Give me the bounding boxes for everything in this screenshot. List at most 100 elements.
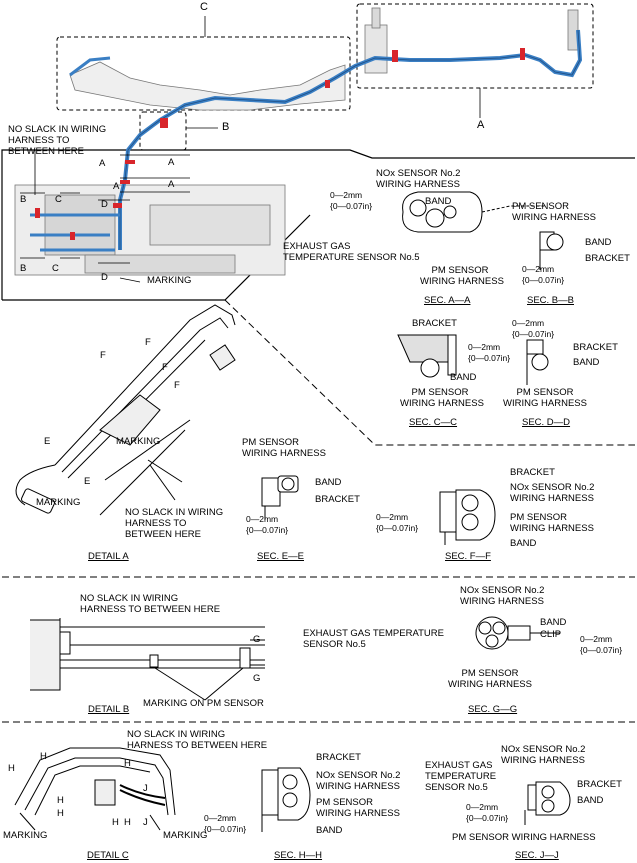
sec-ee-bracket-label: BRACKET xyxy=(315,494,360,505)
sec-cc-pm-label: PM SENSOR WIRING HARNESS xyxy=(400,387,484,409)
dim-c-1: C xyxy=(55,194,62,205)
sec-ee-drawing xyxy=(261,475,299,520)
detail-box-a xyxy=(356,3,594,89)
sec-aa-pm-label: PM SENSOR WIRING HARNESS xyxy=(420,265,504,287)
sec-ee-pm-label: PM SENSOR WIRING HARNESS xyxy=(242,437,326,459)
sec-hh-pm-label: PM SENSOR WIRING HARNESS xyxy=(316,797,400,819)
sec-jj-pm-label: PM SENSOR WIRING HARNESS xyxy=(452,832,596,843)
sec-gg-title: SEC. G—G xyxy=(468,704,518,715)
dim-b-1: B xyxy=(20,194,27,205)
sec-ff-drawing xyxy=(439,489,496,545)
dim-b-2: B xyxy=(20,263,27,274)
sec-jj-egt-label: EXHAUST GAS TEMPERATURE SENSOR No.5 xyxy=(425,760,497,793)
sec-bb-band-label: BAND xyxy=(585,237,612,248)
detail-c-h5: H xyxy=(57,808,64,819)
sec-gg-drawing xyxy=(475,616,560,650)
red-markings xyxy=(35,48,525,240)
detail-b-no-slack-note: NO SLACK IN WIRING HARNESS TO BETWEEN HE… xyxy=(80,593,221,615)
detail-b-g1: G xyxy=(253,634,261,645)
sec-dd-gap-label: 0—2mm {0—0.07in} xyxy=(512,318,555,339)
sec-aa-drawing xyxy=(402,191,545,233)
sec-aa-egt-label: EXHAUST GAS TEMPERATURE SENSOR No.5 xyxy=(283,241,420,263)
sec-dd-title: SEC. D—D xyxy=(522,417,571,428)
sec-ff-bracket-label: BRACKET xyxy=(510,467,555,478)
sec-dd-bracket-label: BRACKET xyxy=(573,342,618,353)
detail-b-marking-label: MARKING ON PM SENSOR xyxy=(143,698,264,709)
detail-b-callout-label: B xyxy=(222,121,230,133)
sec-jj-nox-label: NOx SENSOR No.2 WIRING HARNESS xyxy=(501,744,586,766)
detail-a-title: DETAIL A xyxy=(88,551,129,562)
detail-c-marking-right: MARKING xyxy=(163,830,208,841)
dim-a-2: A xyxy=(168,157,175,168)
sec-hh-nox-label: NOx SENSOR No.2 WIRING HARNESS xyxy=(316,770,401,792)
dim-a-4: A xyxy=(168,179,175,190)
dim-a-1: A xyxy=(99,158,106,169)
top-overview xyxy=(1,3,635,301)
sec-jj-gap-label: 0—2mm {0—0.07in} xyxy=(466,802,509,823)
detail-c-h1: H xyxy=(8,763,15,774)
sec-cc-title: SEC. C—C xyxy=(409,417,458,428)
detail-c-callout-label: C xyxy=(200,1,208,13)
detail-c-h2: H xyxy=(40,751,47,762)
detail-a-f3: F xyxy=(162,362,168,373)
sec-gg-pm-label: PM SENSOR WIRING HARNESS xyxy=(448,668,532,690)
sec-aa-nox-label: NOx SENSOR No.2 WIRING HARNESS xyxy=(376,168,461,190)
detail-a-marking-upper: MARKING xyxy=(116,436,161,447)
detail-c-j2: J xyxy=(143,817,148,828)
dim-d-1: D xyxy=(101,199,108,210)
sec-cc-drawing xyxy=(397,334,457,378)
sec-hh-bracket-label: BRACKET xyxy=(316,752,361,763)
detail-a-f4: F xyxy=(174,380,180,391)
sec-jj-band-label: BAND xyxy=(577,795,604,806)
detail-c-h7: H xyxy=(124,817,131,828)
detail-c-drawing xyxy=(14,747,176,831)
sec-aa-gap-label: 0—2mm {0—0.07in} xyxy=(330,190,373,211)
dim-a-3: A xyxy=(113,181,120,192)
sec-dd-band-label: BAND xyxy=(573,357,600,368)
sec-jj-drawing xyxy=(524,781,571,825)
sec-hh-drawing xyxy=(261,767,311,832)
dim-d-2: D xyxy=(101,272,108,283)
detail-a-f1: F xyxy=(100,350,106,361)
sec-hh-title: SEC. H—H xyxy=(274,850,323,861)
sec-gg-band-label: BAND xyxy=(540,617,567,628)
sec-jj-title: SEC. J—J xyxy=(515,850,559,861)
sec-gg-nox-label: NOx SENSOR No.2 WIRING HARNESS xyxy=(460,585,545,607)
detail-a-e2: E xyxy=(84,476,91,487)
sec-dd-pm-label: PM SENSOR WIRING HARNESS xyxy=(503,387,587,409)
detail-a-no-slack-note: NO SLACK IN WIRING HARNESS TO BETWEEN HE… xyxy=(125,507,224,540)
detail-a-callout-label: A xyxy=(477,119,485,131)
sec-aa-title: SEC. A—A xyxy=(424,295,471,306)
sec-ff-gap-label: 0—2mm {0—0.07in} xyxy=(376,512,419,533)
detail-c-no-slack-note: NO SLACK IN WIRING HARNESS TO BETWEEN HE… xyxy=(127,729,268,751)
sec-ee-title: SEC. E—E xyxy=(257,551,304,562)
detail-box-b xyxy=(139,111,187,151)
sec-dd-drawing xyxy=(526,339,549,385)
detail-b-title: DETAIL B xyxy=(88,704,130,715)
detail-c-h3: H xyxy=(124,758,131,769)
sec-ff-band-label: BAND xyxy=(510,538,537,549)
sec-bb-bracket-label: BRACKET xyxy=(585,253,630,264)
top-no-slack-note: NO SLACK IN WIRING HARNESS TO BETWEEN HE… xyxy=(8,124,107,157)
sec-hh-gap-label: 0—2mm {0—0.07in} xyxy=(204,813,247,834)
dim-c-2: C xyxy=(52,263,59,274)
detail-a-drawing xyxy=(15,304,236,516)
detail-a-f2: F xyxy=(145,337,151,348)
detail-c-j1: J xyxy=(143,783,148,794)
sec-cc-band-label: BAND xyxy=(450,372,477,383)
sec-aa-band-label: BAND xyxy=(425,196,452,207)
detail-c-h4: H xyxy=(57,795,64,806)
detail-c-h6: H xyxy=(112,817,119,828)
detail-a-marking-lower: MARKING xyxy=(36,497,81,508)
sec-gg-egt-label: EXHAUST GAS TEMPERATURE SENSOR No.5 xyxy=(303,628,444,650)
top-marking-label: MARKING xyxy=(147,275,192,286)
sec-cc-gap-label: 0—2mm {0—0.07in} xyxy=(468,342,511,363)
sec-cc-bracket-label: BRACKET xyxy=(412,318,457,329)
sec-hh-band-label: BAND xyxy=(316,825,343,836)
sec-gg-gap-label: 0—2mm {0—0.07in} xyxy=(580,634,623,655)
detail-a-e1: E xyxy=(44,436,51,447)
top-frame xyxy=(1,149,635,300)
sec-gg-clip-label: CLIP xyxy=(540,629,562,640)
sec-bb-drawing xyxy=(539,231,564,270)
